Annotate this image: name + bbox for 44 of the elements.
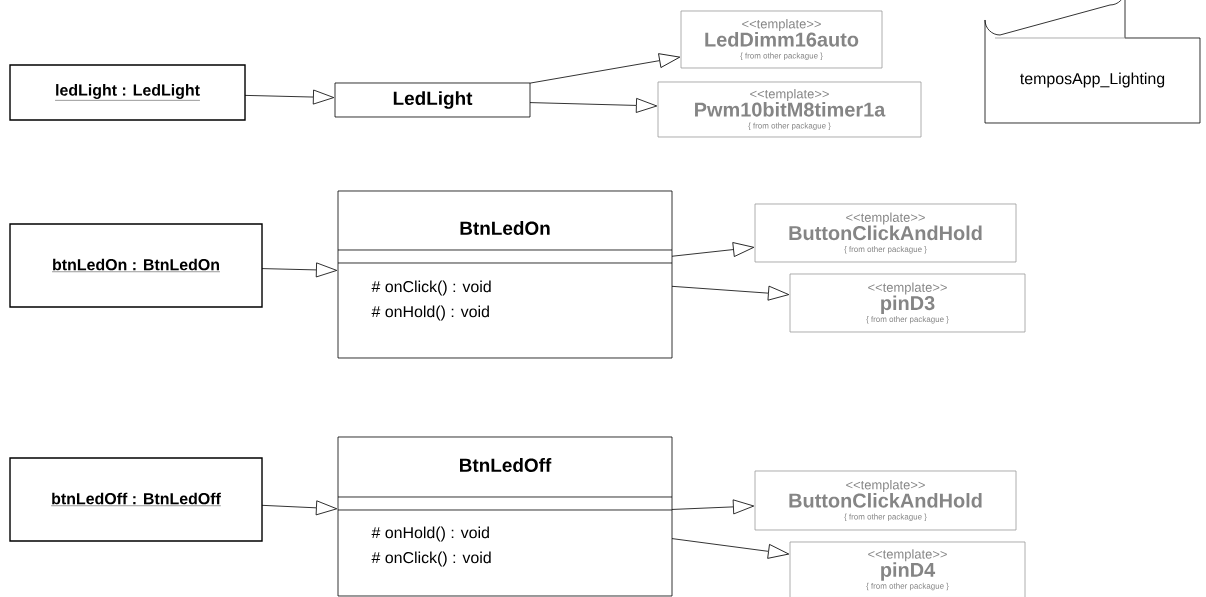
class-name: BtnLedOn (460, 221, 550, 235)
object-box (9, 457, 263, 542)
class-box (337, 436, 673, 597)
class-box: LedLight (334, 82, 531, 118)
method-signature: # onClick() : void (371, 551, 491, 567)
generalization-arrow (671, 538, 790, 559)
object-name: btnLedOn : BtnLedOn (51, 258, 221, 272)
method-signature: # onHold() : void (371, 526, 489, 542)
generalization-arrow (529, 53, 681, 84)
template-name: LedDimm16auto (705, 32, 859, 47)
class-box (337, 190, 673, 359)
template-name: Pwm10bitM8timer1a (695, 102, 886, 117)
template-box (754, 470, 1017, 531)
template-box (657, 81, 922, 138)
object-name: ledLight : LedLight (54, 84, 201, 101)
generalization-arrow (261, 500, 338, 516)
template-box (754, 203, 1017, 263)
generalization-arrow (671, 285, 790, 301)
template-box (789, 273, 1026, 333)
stereotype-label: <<template>> (868, 549, 947, 562)
object-name: btnLedOff : BtnLedOff (50, 492, 222, 506)
template-name: ButtonClickAndHold (789, 493, 982, 508)
template-box (789, 541, 1026, 597)
generalization-arrow (529, 98, 658, 113)
template-name: pinD3 (881, 295, 935, 315)
template-box (680, 10, 883, 69)
object-box (9, 64, 246, 121)
stereotype-label: <<template>> (846, 212, 925, 225)
stereotype-label: <<template>> (750, 88, 829, 101)
class-name: BtnLedOff (460, 458, 552, 472)
method-signature: # onClick() : void (371, 280, 491, 296)
generalization-arrow (671, 499, 755, 515)
template-name: pinD4 (881, 562, 936, 581)
generalization-arrow (244, 89, 335, 105)
stereotype-label: <<template>> (742, 18, 821, 31)
object-box (9, 223, 263, 308)
package-folder (984, 0, 1201, 124)
template-name: ButtonClickAndHold (789, 225, 982, 241)
generalization-arrow (261, 262, 338, 278)
generalization-arrow (671, 242, 755, 257)
package-name: temposApp_Lighting (1020, 72, 1165, 88)
stereotype-label: <<template>> (868, 282, 947, 295)
stereotype-label: <<template>> (846, 479, 925, 492)
method-signature: # onHold() : void (371, 305, 489, 321)
